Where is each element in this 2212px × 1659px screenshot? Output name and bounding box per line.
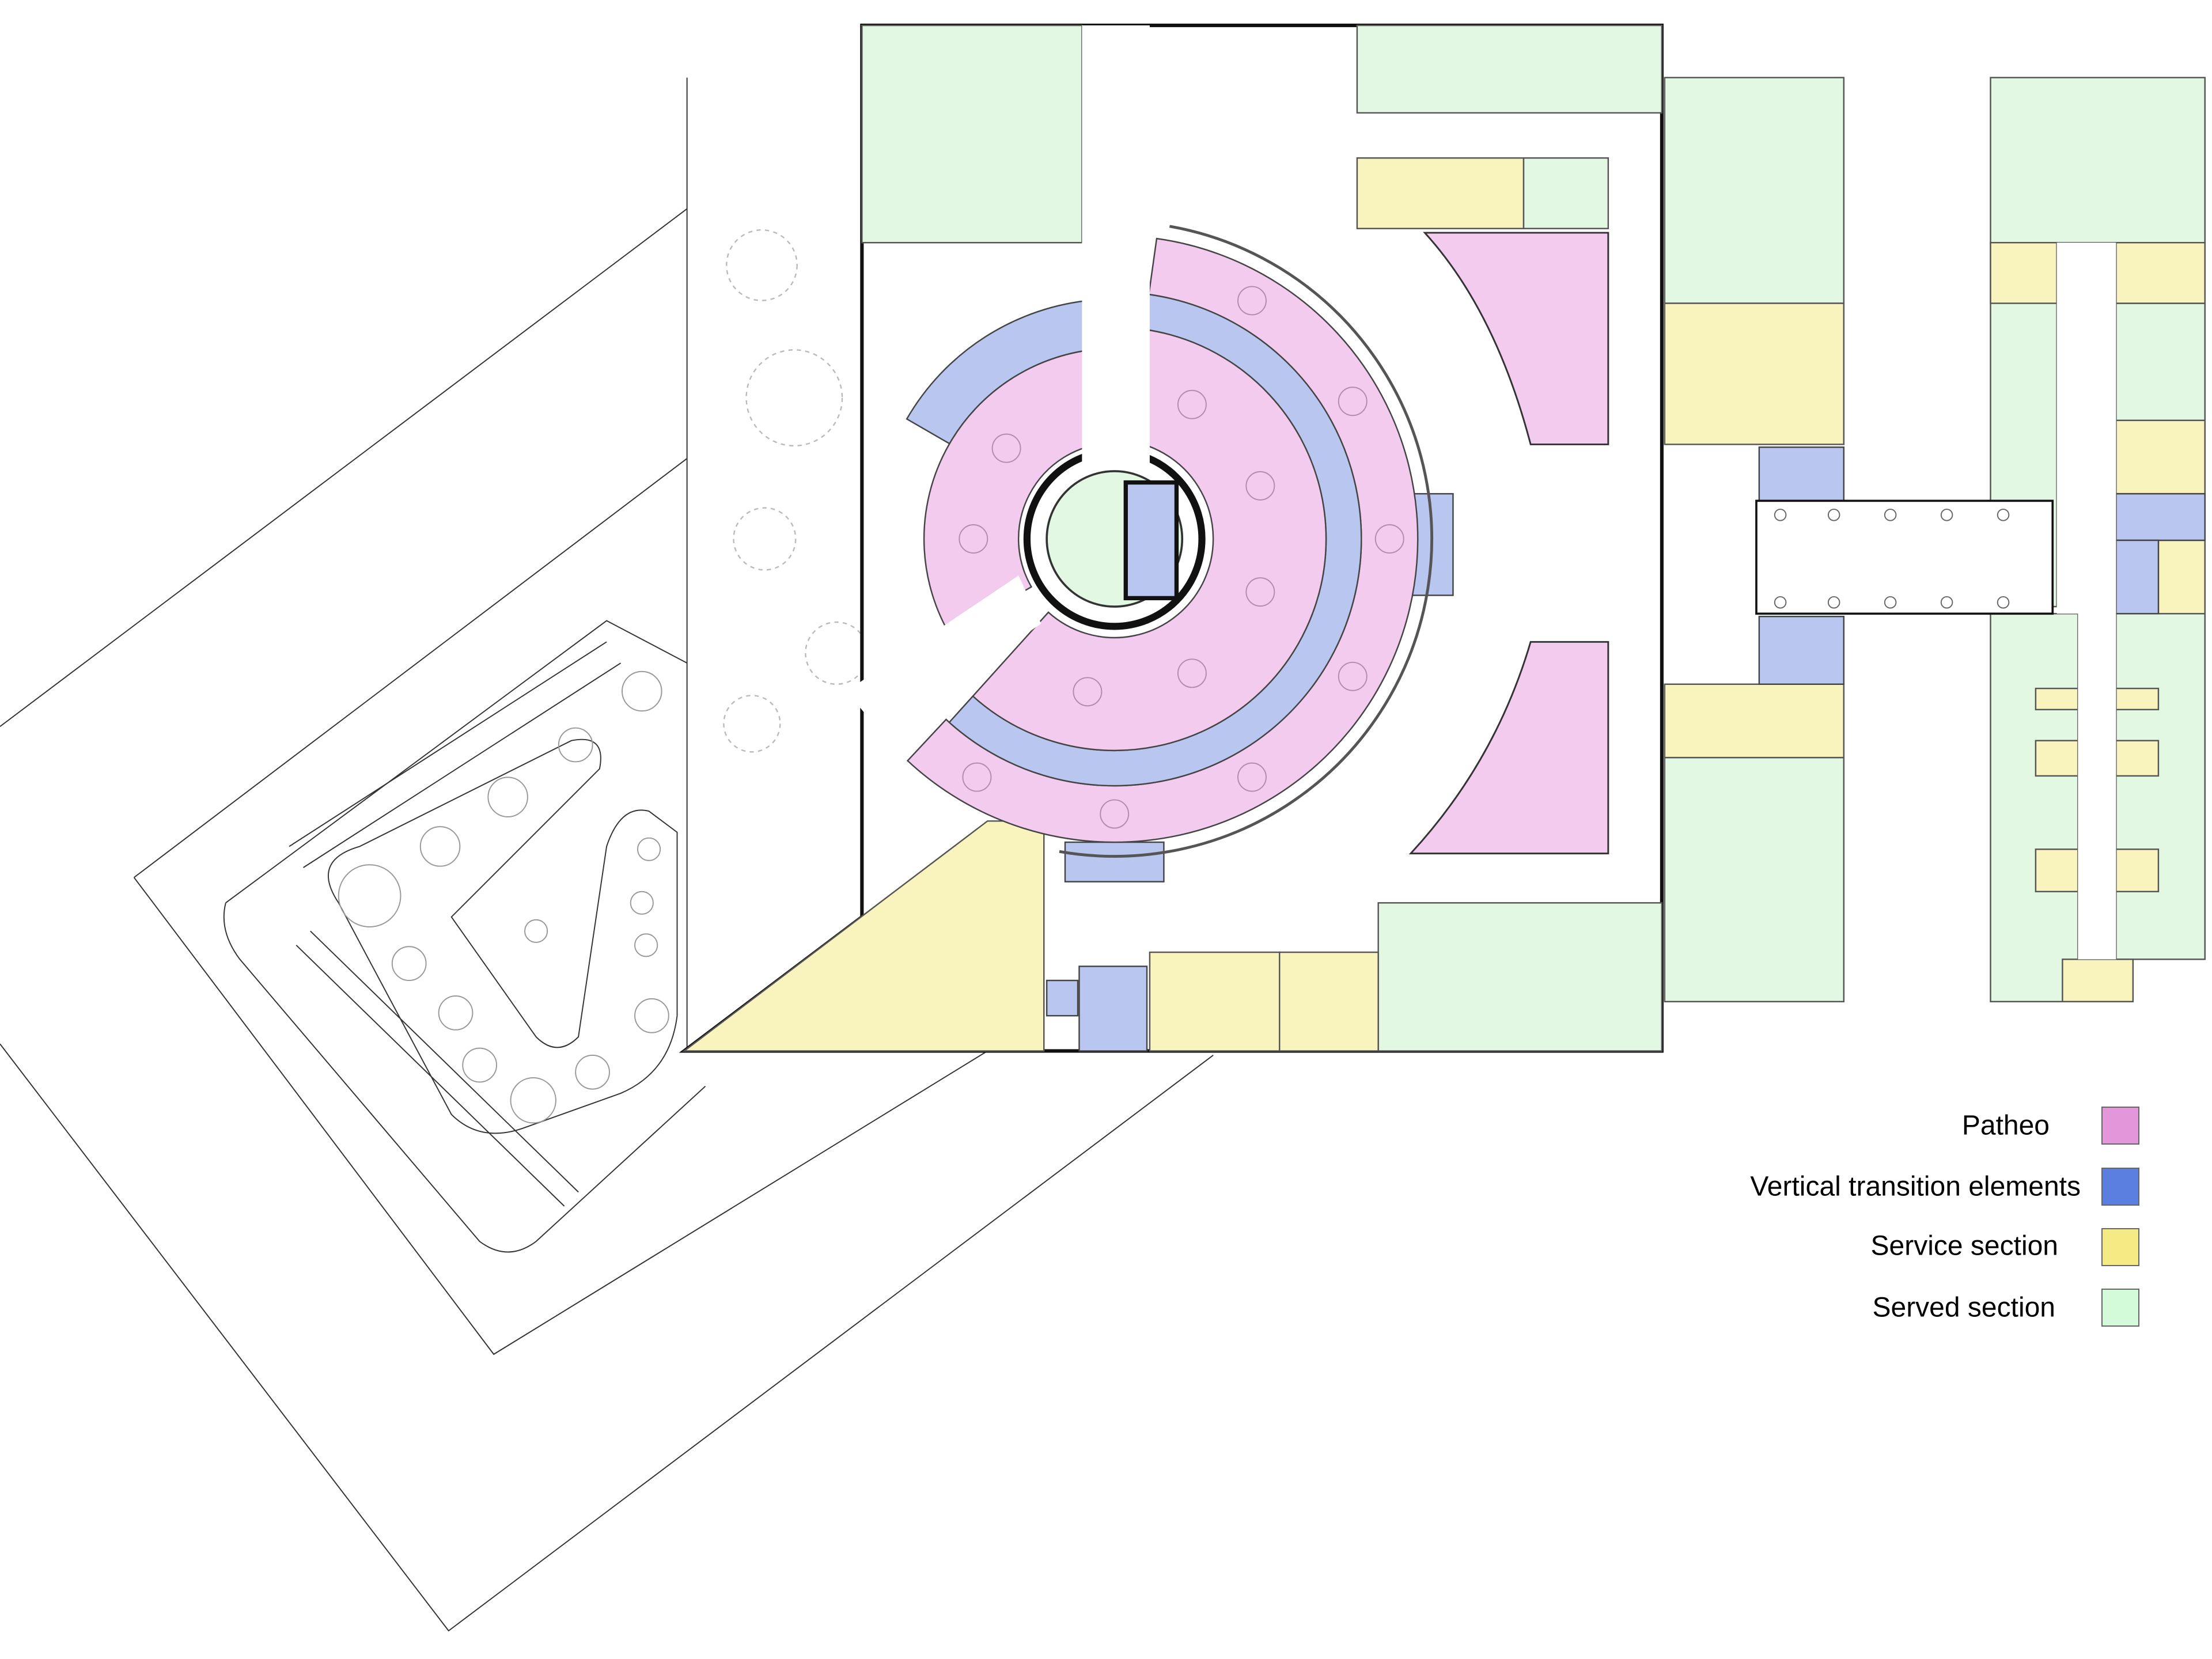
room-served [1664, 77, 1845, 304]
planter [1100, 799, 1130, 829]
planter [1237, 286, 1267, 316]
stair [2115, 493, 2206, 541]
room-served [1522, 157, 1609, 229]
room-served [2115, 613, 2206, 960]
room-service [1149, 951, 1281, 1052]
legend-label-vertical-transition: Vertical transition elements [1750, 1171, 2081, 1202]
planter [1245, 471, 1275, 501]
room-service [2115, 242, 2206, 304]
room-served [1377, 902, 1663, 1052]
patheo-west-ring [923, 348, 1107, 635]
room-served [1990, 77, 2206, 244]
planter [1338, 661, 1368, 691]
room-served [2115, 302, 2206, 422]
planter [1177, 389, 1207, 419]
patheo-courtyards [1408, 232, 1609, 855]
elevator [1064, 841, 1165, 882]
planter [1245, 577, 1275, 607]
service-sections [682, 157, 2206, 1052]
glazing-wall [1059, 225, 1434, 858]
room-service [1664, 302, 1845, 445]
room-service [1279, 951, 1379, 1052]
site-outline [0, 77, 1214, 1632]
planter [1073, 677, 1103, 707]
corridor [1755, 499, 2054, 615]
corridor [1082, 25, 1150, 463]
planter [1338, 387, 1368, 416]
legend-label-patheo: Patheo [1961, 1110, 2050, 1141]
planter [962, 762, 992, 792]
landscape-trees [338, 671, 669, 1124]
legend-label-served-section: Served section [1872, 1292, 2055, 1323]
stair [1078, 965, 1148, 1052]
room-service [2115, 419, 2206, 495]
planter [991, 433, 1021, 463]
corridors [846, 25, 2116, 960]
room-service [1664, 683, 1845, 759]
planter [959, 524, 988, 554]
legend-swatch-patheo [2101, 1107, 2139, 1145]
room-service [1356, 157, 1525, 229]
legend-label-service-section: Service section [1870, 1230, 2058, 1262]
courtyard-south [1408, 641, 1609, 855]
corridor [2056, 243, 2116, 614]
room-service [2157, 539, 2206, 615]
room-service [2062, 959, 2134, 1002]
legend-swatch-served-section [2101, 1289, 2139, 1327]
elevator [2115, 539, 2160, 615]
planter [1177, 658, 1207, 688]
corridor [846, 575, 1041, 734]
room-served [1990, 613, 2079, 1002]
patheo-inner-ring [972, 328, 1327, 752]
stair [1758, 446, 1845, 502]
planter [1374, 524, 1404, 554]
legend-swatch-service-section [2101, 1228, 2139, 1266]
stair [1758, 615, 1845, 685]
core-elevator [1123, 480, 1179, 601]
corridor-plants [1774, 509, 2010, 609]
courtyard-north [1423, 232, 1609, 445]
planter [1237, 762, 1267, 792]
room-served [861, 24, 1083, 244]
elevator [1046, 979, 1079, 1017]
corridor [2078, 613, 2116, 960]
room-service [1990, 242, 2058, 304]
legend-swatch-vertical-transition [2101, 1168, 2139, 1206]
room-served [1664, 756, 1845, 1002]
room-served [1356, 24, 1663, 114]
atrium [906, 225, 1434, 858]
